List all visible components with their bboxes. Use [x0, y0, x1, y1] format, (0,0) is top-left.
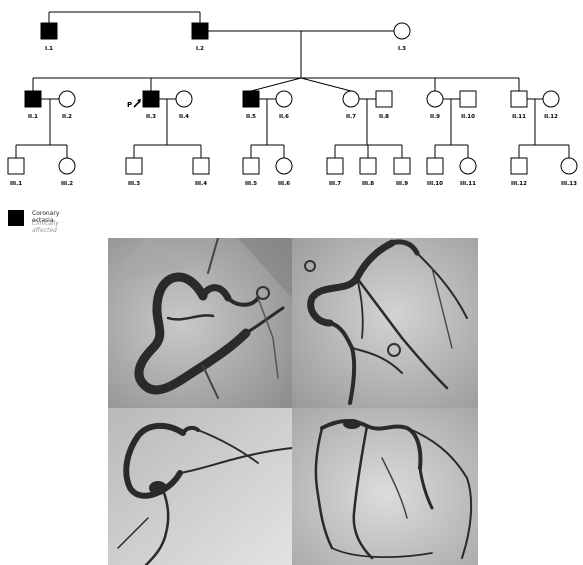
- label-ii10: II.10: [461, 114, 475, 120]
- label-ii9: II.9: [430, 114, 440, 120]
- label-i3: I.3: [398, 46, 406, 52]
- symbol-iii4[interactable]: [192, 157, 210, 175]
- symbol-iii3[interactable]: [125, 157, 143, 175]
- symbol-iii9[interactable]: [393, 157, 411, 175]
- label-iii8: III.8: [362, 181, 374, 187]
- label-ii8: II.8: [379, 114, 389, 120]
- proband-arrow-icon: [133, 99, 141, 108]
- symbol-ii7[interactable]: [342, 90, 360, 108]
- label-ii6: II.6: [279, 114, 289, 120]
- symbol-ii2[interactable]: [58, 90, 76, 108]
- label-iii1: III.1: [10, 181, 22, 187]
- symbol-iii7[interactable]: [326, 157, 344, 175]
- proband-marker: P: [127, 101, 132, 109]
- legend-affected-label: Coronary ectasia: [32, 210, 60, 224]
- angiogram-bottom-left: [108, 408, 292, 565]
- label-iii11: III.11: [460, 181, 476, 187]
- symbol-ii3[interactable]: [142, 90, 160, 108]
- drop-ii5: [250, 77, 302, 92]
- symbol-i1[interactable]: [40, 22, 58, 40]
- symbol-iii6[interactable]: [275, 157, 293, 175]
- label-iii9: III.9: [396, 181, 408, 187]
- label-iii10: III.10: [427, 181, 443, 187]
- label-iii4: III.4: [195, 181, 207, 187]
- symbol-iii11[interactable]: [459, 157, 477, 175]
- symbol-ii9[interactable]: [426, 90, 444, 108]
- symbol-iii2[interactable]: [58, 157, 76, 175]
- angiogram-top-right: [292, 238, 478, 408]
- symbol-ii4[interactable]: [175, 90, 193, 108]
- label-i1: I.1: [45, 46, 53, 52]
- label-ii12: II.12: [544, 114, 558, 120]
- symbol-iii10[interactable]: [426, 157, 444, 175]
- label-iii12: III.12: [511, 181, 527, 187]
- symbol-iii13[interactable]: [560, 157, 578, 175]
- label-ii11: II.11: [512, 114, 526, 120]
- symbol-ii8[interactable]: [375, 90, 393, 108]
- label-ii7: II.7: [346, 114, 356, 120]
- angiogram-grid: [108, 238, 478, 565]
- symbol-i2[interactable]: [191, 22, 209, 40]
- label-ii4: II.4: [179, 114, 189, 120]
- label-ii5: II.5: [246, 114, 256, 120]
- angiogram-bottom-right: [292, 408, 478, 565]
- symbol-iii1[interactable]: [7, 157, 25, 175]
- symbol-ii12[interactable]: [542, 90, 560, 108]
- label-iii7: III.7: [329, 181, 341, 187]
- symbol-ii6[interactable]: [275, 90, 293, 108]
- label-i2: I.2: [196, 46, 204, 52]
- symbol-ii10[interactable]: [459, 90, 477, 108]
- symbol-iii5[interactable]: [242, 157, 260, 175]
- label-iii13: III.13: [561, 181, 577, 187]
- label-ii3: II.3: [146, 114, 156, 120]
- symbol-iii8[interactable]: [359, 157, 377, 175]
- drop-ii7: [300, 77, 352, 92]
- symbol-ii1[interactable]: [24, 90, 42, 108]
- pedigree-chart: P I.1 I.2 I.3 II.1 II.2 II.3 II.4 II.5 I…: [7, 11, 578, 187]
- label-iii6: III.6: [278, 181, 290, 187]
- angiogram-top-left: [108, 238, 292, 408]
- label-iii2: III.2: [61, 181, 73, 187]
- label-ii1: II.1: [28, 114, 38, 120]
- symbol-ii5[interactable]: [242, 90, 260, 108]
- legend-secondary-label: Clinically affected: [32, 220, 59, 234]
- symbol-ii11[interactable]: [510, 90, 528, 108]
- label-iii3: III.3: [128, 181, 140, 187]
- label-ii2: II.2: [62, 114, 72, 120]
- legend-affected-swatch: [8, 210, 24, 226]
- label-iii5: III.5: [245, 181, 257, 187]
- symbol-iii12[interactable]: [510, 157, 528, 175]
- symbol-i3[interactable]: [393, 22, 411, 40]
